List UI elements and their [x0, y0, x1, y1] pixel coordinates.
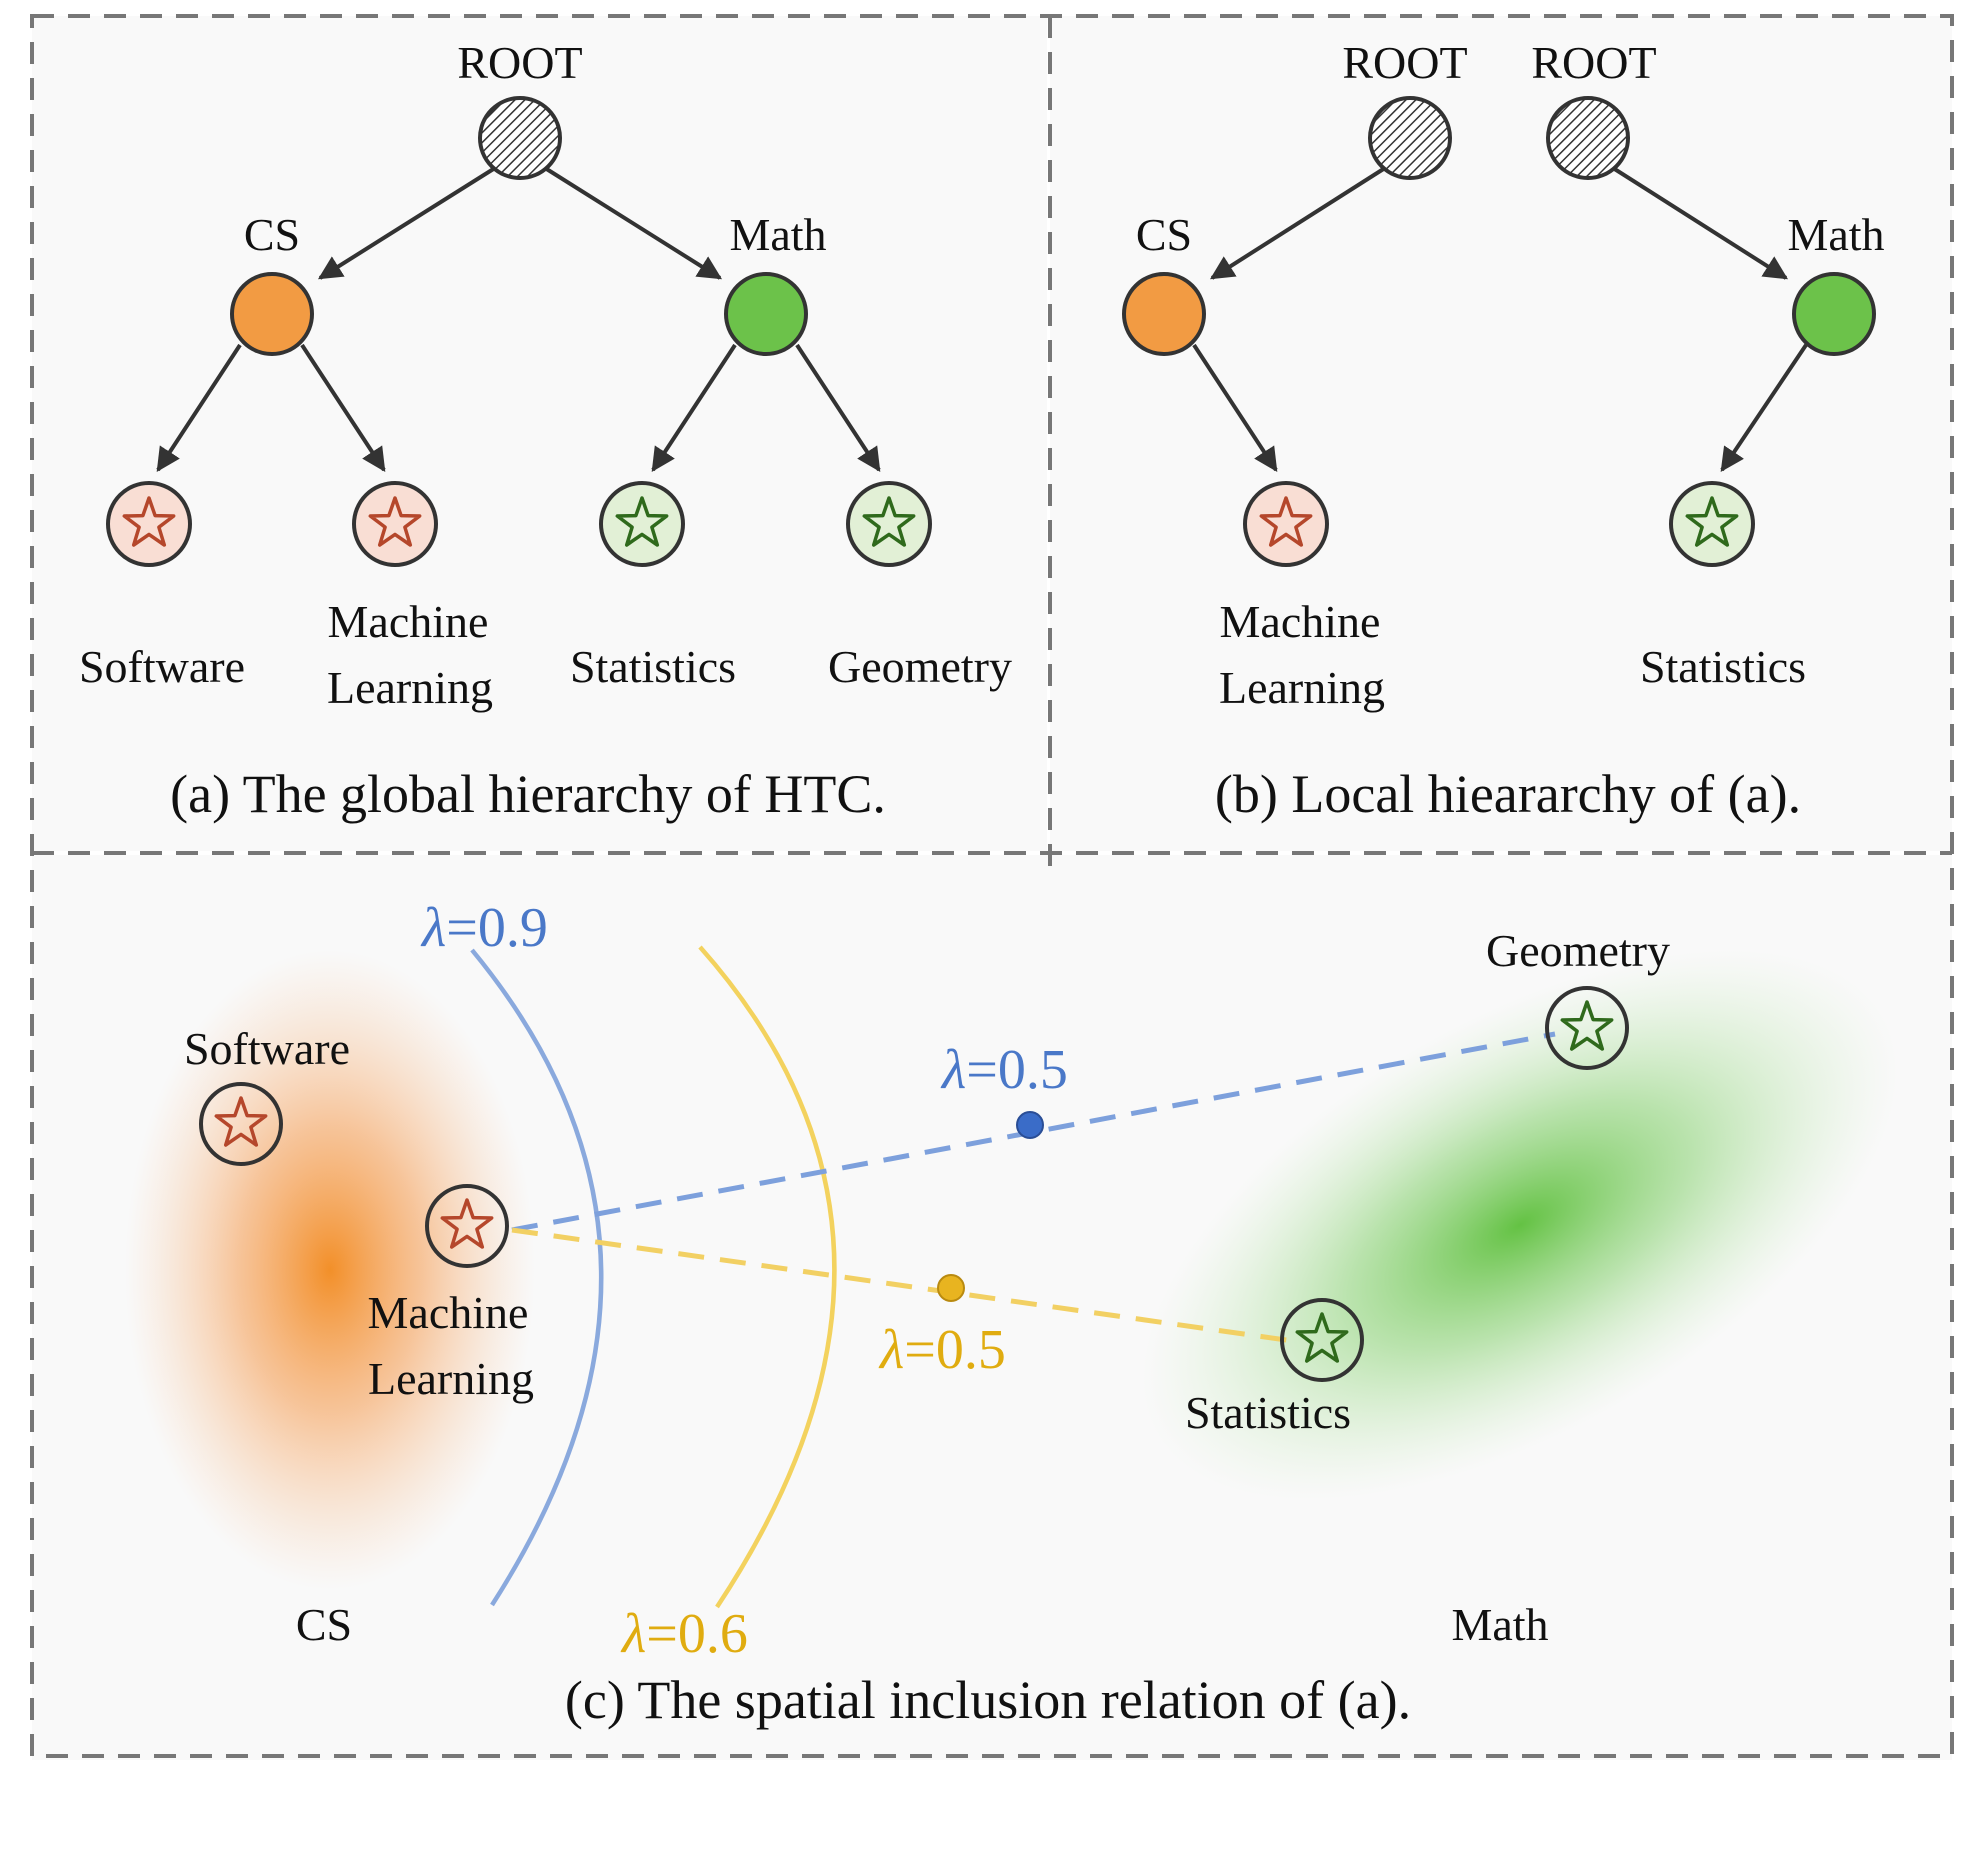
- statistics-label-a: Statistics: [570, 641, 736, 692]
- lambda-yellow-boundary: λ=0.6: [620, 1603, 748, 1665]
- yellow-midpoint: [937, 1274, 965, 1302]
- root-node-b-right: [1546, 96, 1630, 180]
- panel-a-caption: (a) The global hierarchy of HTC.: [170, 764, 886, 824]
- lambda-blue-mid: λ=0.5: [940, 1039, 1068, 1101]
- geometry-label-a: Geometry: [828, 641, 1012, 692]
- ml-node-c: [425, 1184, 509, 1268]
- root-node-b-left: [1368, 96, 1452, 180]
- panel-borders: [30, 14, 1954, 1758]
- panel-b-background: [1050, 16, 1952, 851]
- software-label-a: Software: [79, 641, 245, 692]
- math-node-a: [724, 272, 808, 356]
- ml-label-c-line1: Machine: [368, 1287, 529, 1338]
- ml-label-b-line2: Learning: [1219, 662, 1385, 713]
- math-node-b: [1792, 272, 1876, 356]
- panel-c: Software Machine Learning Geometry Stati…: [125, 897, 1898, 1730]
- root-node-a: [478, 96, 562, 180]
- cs-label-c: CS: [296, 1599, 352, 1650]
- software-leaf-a: [106, 481, 192, 567]
- ml-label-a-line1: Machine: [328, 596, 489, 647]
- math-label-c: Math: [1451, 1599, 1548, 1650]
- statistics-leaf-a: [599, 481, 685, 567]
- math-label-b: Math: [1787, 209, 1884, 260]
- root-label-a: ROOT: [457, 37, 582, 88]
- yellow-boundary-arc: [698, 945, 837, 1609]
- panel-b-caption: (b) Local hieararchy of (a).: [1215, 764, 1801, 824]
- panel-a: ROOT CS Math Software Machine Learning S…: [79, 37, 1012, 824]
- cs-region-blob: [125, 950, 535, 1590]
- panel-b-edges: [1192, 166, 1808, 473]
- geometry-leaf-a: [846, 481, 932, 567]
- ml-label-c-line2: Learning: [368, 1353, 534, 1404]
- ml-leaf-a: [352, 481, 438, 567]
- cs-node-a: [230, 272, 314, 356]
- geometry-label-c: Geometry: [1486, 925, 1670, 976]
- blue-midpoint: [1016, 1111, 1044, 1139]
- geometry-node-c: [1545, 986, 1629, 1070]
- ml-label-b-line1: Machine: [1220, 596, 1381, 647]
- software-label-c: Software: [184, 1023, 350, 1074]
- ml-leaf-b: [1243, 481, 1329, 567]
- math-label-a: Math: [729, 209, 826, 260]
- statistics-leaf-b: [1669, 481, 1755, 567]
- panel-b: ROOT ROOT CS Math Machine Learning Stati…: [1122, 37, 1885, 824]
- ml-label-a-line2: Learning: [327, 662, 493, 713]
- statistics-label-b: Statistics: [1640, 641, 1806, 692]
- root-label-b-right: ROOT: [1531, 37, 1656, 88]
- statistics-label-c: Statistics: [1185, 1387, 1351, 1438]
- lambda-blue-boundary: λ=0.9: [420, 897, 548, 959]
- statistics-node-c: [1280, 1298, 1364, 1382]
- panel-c-caption: (c) The spatial inclusion relation of (a…: [565, 1670, 1411, 1730]
- blue-dashed-line: [511, 1031, 1556, 1233]
- root-label-b-left: ROOT: [1342, 37, 1467, 88]
- cs-label-b: CS: [1136, 209, 1192, 260]
- cs-node-b: [1122, 272, 1206, 356]
- panel-a-edges: [156, 166, 881, 473]
- blue-boundary-arc: [470, 948, 604, 1607]
- cs-label-a: CS: [244, 209, 300, 260]
- yellow-dashed-line: [511, 1227, 1294, 1344]
- software-node-c: [199, 1082, 283, 1166]
- math-region-blob: [1142, 950, 1898, 1500]
- lambda-yellow-mid: λ=0.5: [878, 1319, 1006, 1381]
